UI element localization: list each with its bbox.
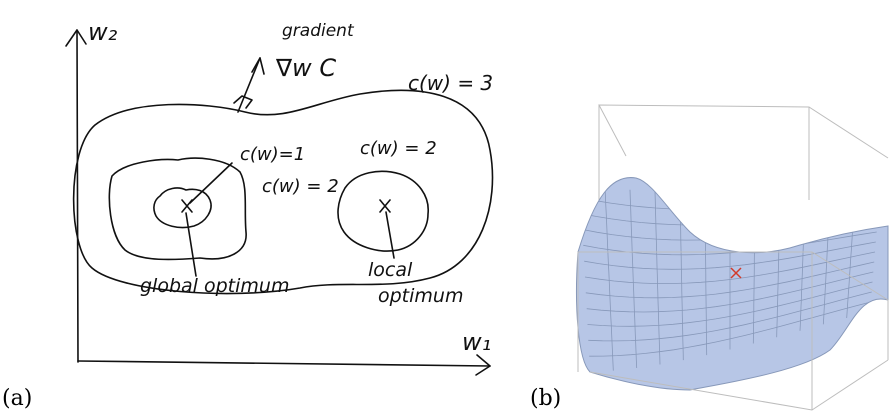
gradient-symbol: ∇w C — [275, 54, 336, 82]
local-label-line2: optimum — [378, 285, 463, 307]
contour-global-c1 — [153, 187, 212, 229]
contour-local-label: c(w) = 2 — [360, 138, 437, 159]
w1-axis-label: w₁ — [462, 328, 491, 356]
local-optimum-marker — [379, 199, 391, 213]
saddle-grid-line-v — [588, 291, 872, 342]
contour-global-c2 — [108, 157, 247, 261]
saddle-grid-line-v — [587, 281, 873, 327]
saddle-grid-line-v — [586, 271, 874, 313]
panel-a-labels: w₂ w₁ gradient ∇w C c(w) = 3 c(w)=1 c(w)… — [88, 18, 493, 356]
panel-b-saddle-plot — [576, 104, 889, 411]
saddle-grid-line-v — [589, 301, 871, 357]
panel-a-label: (a) — [2, 386, 33, 411]
saddle-grid-line-v — [585, 261, 875, 299]
right-angle-mark — [233, 95, 253, 109]
saddle-grid-line-v — [584, 241, 876, 270]
bounding-box-back — [598, 104, 889, 210]
bounding-box-front — [577, 251, 889, 411]
leader-global — [185, 212, 197, 277]
gradient-label: gradient — [282, 21, 355, 41]
leader-c1 — [189, 162, 233, 204]
contour-local-c2 — [337, 170, 429, 252]
gradient-arrow-head — [251, 57, 265, 75]
contour-core-label: c(w)=1 — [240, 144, 305, 165]
panel-a-contour-sketch — [65, 29, 494, 376]
contour-outer — [72, 89, 494, 295]
w1-axis-arrowhead — [475, 354, 491, 376]
w2-axis-label: w₂ — [88, 18, 118, 46]
contour-inner-label: c(w) = 2 — [262, 176, 339, 197]
leader-local — [385, 211, 395, 259]
saddle-surface — [576, 177, 889, 391]
saddle-point-marker — [730, 267, 742, 279]
w1-axis-line — [77, 360, 491, 367]
w2-axis-arrowhead — [65, 29, 87, 47]
w2-axis-line — [76, 29, 79, 363]
saddle-grid-line-v — [584, 251, 876, 285]
global-optimum-label: global optimum — [140, 275, 289, 297]
gradient-arrow-shaft — [237, 57, 261, 113]
panel-b-label: (b) — [530, 386, 562, 411]
local-label-line1: local — [368, 259, 413, 281]
contour-outer-label: c(w) = 3 — [408, 71, 493, 95]
